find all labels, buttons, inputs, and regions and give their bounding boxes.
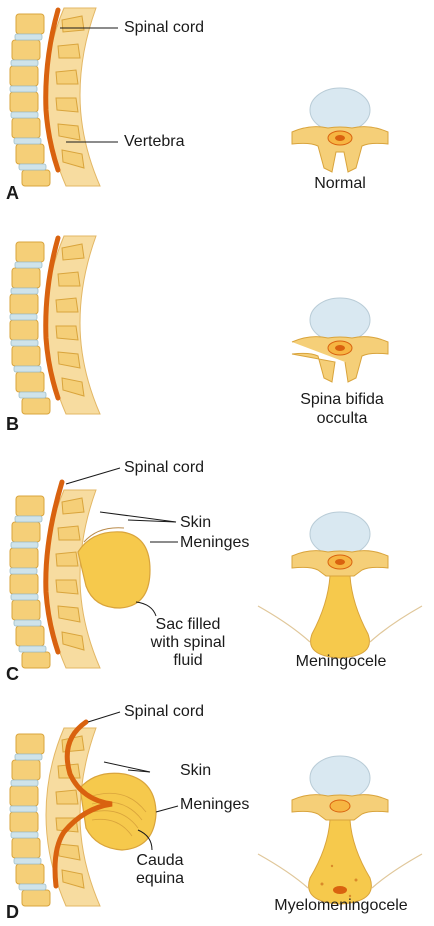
label-meninges: Meninges (180, 534, 249, 552)
label-vertebra: Vertebra (124, 133, 184, 151)
label-skin: Skin (180, 514, 211, 532)
panel-a: Spinal cord Vertebra A Normal (0, 0, 434, 222)
label-sac-line1: Sac filled (138, 616, 238, 634)
panel-c-sac (78, 532, 150, 608)
label-spinal-cord: Spinal cord (124, 19, 204, 37)
label-cauda-equina: Cauda equina (120, 852, 200, 888)
panel-c-letter: C (6, 664, 19, 685)
panel-a-cross-section (292, 88, 388, 172)
panel-b-caption: Spina bifida occulta (282, 390, 402, 428)
panel-b-cross-section (292, 298, 388, 382)
label-sac: Sac filled with spinal fluid (138, 616, 238, 670)
panel-b-letter: B (6, 414, 19, 435)
panel-b-caption-line2: occulta (282, 409, 402, 428)
label-meninges: Meninges (180, 796, 249, 814)
panel-b: B Spina bifida occulta (0, 228, 434, 440)
panel-c-cross-section (258, 512, 422, 658)
panel-a-caption: Normal (290, 174, 390, 193)
label-cauda-line2: equina (120, 870, 200, 888)
panel-b-caption-line1: Spina bifida (282, 390, 402, 409)
label-spinal-cord: Spinal cord (124, 459, 204, 477)
label-sac-line3: fluid (138, 652, 238, 670)
panel-d-cross-section (258, 756, 422, 904)
label-sac-line2: with spinal (138, 634, 238, 652)
label-spinal-cord: Spinal cord (124, 703, 204, 721)
label-skin: Skin (180, 762, 211, 780)
panel-a-letter: A (6, 183, 19, 204)
panel-c: Spinal cord Skin Meninges Sac filled wit… (0, 456, 434, 686)
label-cauda-line1: Cauda (120, 852, 200, 870)
panel-d: Spinal cord Skin Meninges Cauda equina D… (0, 700, 434, 926)
panel-d-letter: D (6, 902, 19, 923)
panel-d-caption: Myelomeningocele (258, 896, 424, 915)
panel-c-caption: Meningocele (280, 652, 402, 671)
